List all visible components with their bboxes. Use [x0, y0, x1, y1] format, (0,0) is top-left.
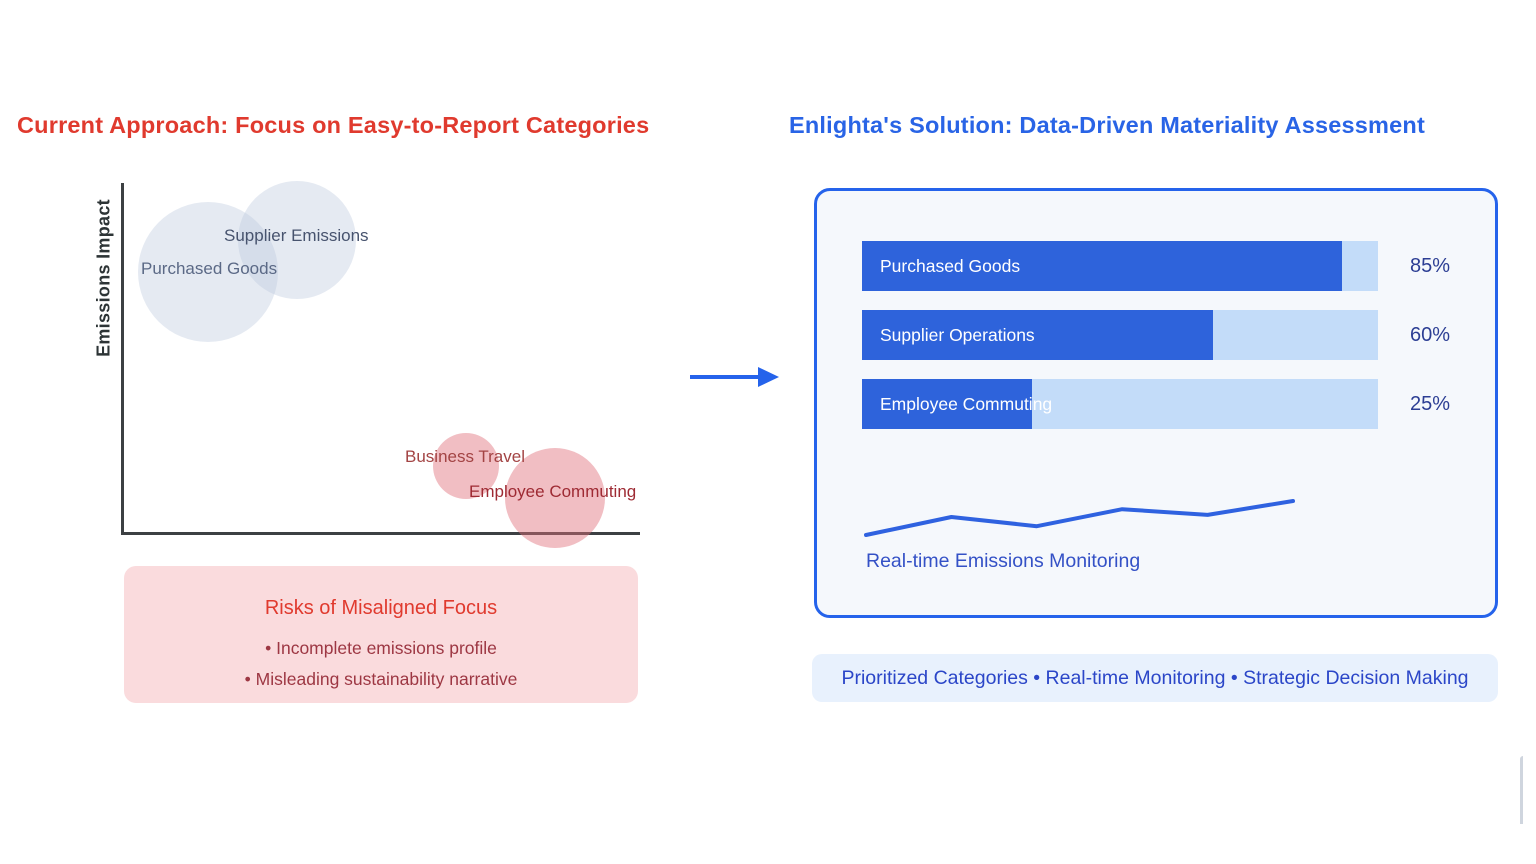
- right-section-title: Enlighta's Solution: Data-Driven Materia…: [789, 112, 1425, 138]
- risk-box: Risks of Misaligned Focus • Incomplete e…: [124, 566, 638, 703]
- monitoring-sparkline: [864, 499, 1295, 537]
- bar-row: Purchased Goods 85%: [862, 241, 1450, 291]
- bar-label: Supplier Operations: [880, 325, 1035, 345]
- bubble-label-business-travel: Business Travel: [405, 447, 525, 466]
- bar-row: Employee Commuting 25%: [862, 379, 1450, 429]
- bar-fill: [862, 241, 1342, 291]
- y-axis-line: [121, 183, 124, 535]
- bubble-purchased-goods: [138, 202, 278, 342]
- bar-row: Supplier Operations 60%: [862, 310, 1450, 360]
- bubble-label-purchased-goods: Purchased Goods: [141, 259, 278, 278]
- bar-label: Purchased Goods: [880, 256, 1021, 276]
- y-axis-label: Emissions Impact: [93, 199, 114, 357]
- bar-fill: [862, 379, 1033, 429]
- risk-bullet: • Incomplete emissions profile: [265, 638, 497, 658]
- monitoring-label: Real-time Emissions Monitoring: [866, 550, 1141, 572]
- left-section-title: Current Approach: Focus on Easy-to-Repor…: [17, 112, 650, 138]
- bubble-label-employee-commuting: Employee Commuting: [469, 482, 637, 501]
- footer-pill-text: Prioritized Categories • Real-time Monit…: [841, 666, 1469, 689]
- bubble-label-supplier-emissions: Supplier Emissions: [224, 226, 369, 245]
- bar-percent: 25%: [1410, 393, 1451, 415]
- solution-panel: Purchased Goods 85% Supplier Operations …: [814, 188, 1498, 618]
- bubble-supplier-emissions: [238, 181, 356, 299]
- bar-percent: 85%: [1410, 255, 1451, 277]
- right-arrow-icon: [690, 367, 779, 387]
- x-axis-line: [121, 532, 640, 535]
- bar-fill: [862, 310, 1213, 360]
- bubble-business-travel: [433, 433, 499, 499]
- footer-pill: Prioritized Categories • Real-time Monit…: [812, 654, 1498, 702]
- page-edge-artifact: [1520, 756, 1523, 824]
- bar-label: Employee Commuting: [880, 394, 1053, 414]
- bar-percent: 60%: [1410, 324, 1451, 346]
- materiality-bars: Purchased Goods 85% Supplier Operations …: [862, 241, 1450, 448]
- risk-bullet: • Misleading sustainability narrative: [244, 669, 518, 689]
- risk-box-title: Risks of Misaligned Focus: [264, 597, 498, 619]
- bubble-employee-commuting: [505, 448, 605, 548]
